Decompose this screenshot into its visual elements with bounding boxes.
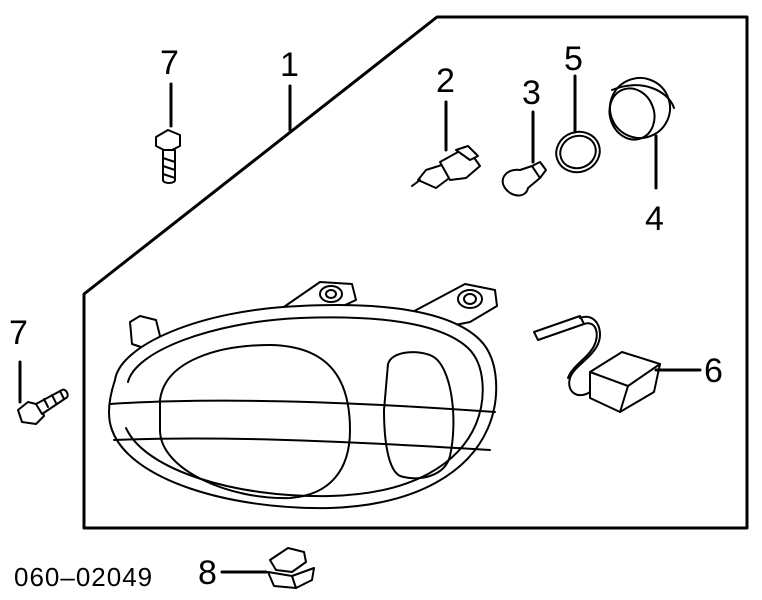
callout-8: 8 (198, 554, 217, 592)
callout-1: 1 (280, 46, 299, 84)
clip-8 (267, 547, 315, 589)
leader-lines (18, 74, 702, 574)
headlamp-housing (107, 281, 498, 510)
assembly-frame (82, 15, 749, 530)
callout-7-left: 7 (9, 314, 28, 352)
cap-4 (608, 77, 675, 141)
callout-3: 3 (522, 74, 541, 112)
callout-4: 4 (645, 200, 664, 238)
callout-6: 6 (704, 352, 723, 390)
bolt-upper (155, 129, 181, 184)
ring-5 (555, 130, 601, 174)
callout-5: 5 (564, 40, 583, 78)
bulb-3 (501, 161, 547, 197)
bolt-left (17, 388, 69, 425)
bulb-2 (411, 145, 481, 189)
diagram-code: 060–02049 (14, 562, 153, 592)
callout-2: 2 (436, 62, 455, 100)
socket-harness-6 (533, 315, 661, 413)
callout-7-upper: 7 (160, 44, 179, 82)
